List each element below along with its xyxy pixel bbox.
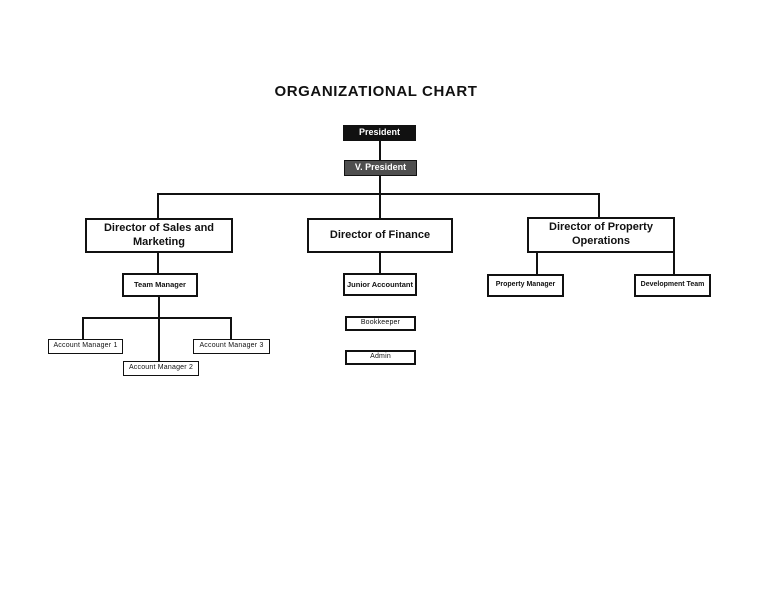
connector-teammanager-down — [158, 297, 160, 318]
connector-drop-account-manager-2 — [158, 317, 160, 361]
node-account-manager-2: Account Manager 2 — [123, 361, 199, 376]
connector-drop-account-manager-3 — [230, 317, 232, 339]
node-team-manager: Team Manager — [122, 273, 198, 297]
chart-title: ORGANIZATIONAL CHART — [274, 83, 478, 100]
node-property-manager: Property Manager — [487, 274, 564, 297]
connector-drop-sales — [157, 193, 159, 218]
node-director-finance: Director of Finance — [307, 218, 453, 253]
node-account-manager-1: Account Manager 1 — [48, 339, 123, 354]
connector-drop-finance — [379, 193, 381, 218]
connector-property-propertymanager — [536, 252, 538, 274]
connector-sales-teammanager — [157, 253, 159, 273]
connector-accountmanagers-horizontal — [82, 317, 232, 319]
node-development-team: Development Team — [634, 274, 711, 297]
connector-president-vpresident — [379, 141, 381, 160]
node-account-manager-3: Account Manager 3 — [193, 339, 270, 354]
node-director-property-operations: Director of Property Operations — [527, 217, 675, 253]
node-bookkeeper: Bookkeeper — [345, 316, 416, 331]
node-vice-president: V. President — [344, 160, 417, 176]
node-junior-accountant: Junior Accountant — [343, 273, 417, 296]
node-director-sales-marketing: Director of Sales and Marketing — [85, 218, 233, 253]
connector-drop-account-manager-1 — [82, 317, 84, 339]
node-president: President — [343, 125, 416, 141]
connector-property-developmentteam — [673, 252, 675, 274]
connector-finance-junioraccountant — [379, 253, 381, 273]
node-admin: Admin — [345, 350, 416, 365]
connector-directors-horizontal — [157, 193, 600, 195]
connector-drop-property — [598, 193, 600, 217]
connector-vpresident-down — [379, 176, 381, 194]
